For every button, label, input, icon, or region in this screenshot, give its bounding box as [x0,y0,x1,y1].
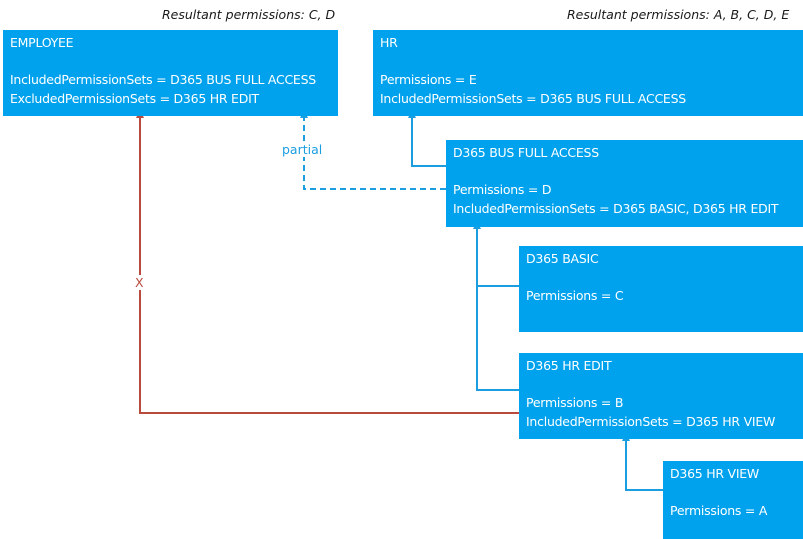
employee-resultant-permissions: Resultant permissions: C, D [162,7,336,22]
connector-hr-edit-to-employee-excluded [136,110,519,414]
basic-permissions: Permissions = C [526,288,624,303]
hr-view-permissions: Permissions = A [670,503,768,518]
bus-full-access-title: D365 BUS FULL ACCESS [453,145,599,160]
connector-bus-full-access-to-hr [408,110,446,167]
hr-included-sets: IncludedPermissionSets = D365 BUS FULL A… [380,91,686,106]
connector-basic-to-bus-full-access [473,221,519,287]
employee-title: EMPLOYEE [10,35,74,50]
hr-edit-permissions: Permissions = B [526,395,624,410]
hr-edit-title: D365 HR EDIT [526,358,612,373]
excluded-x-label: X [133,275,146,290]
hr-title: HR [380,35,398,50]
bus-full-access-permissions: Permissions = D [453,182,552,197]
hr-box: HR Permissions = E IncludedPermissionSet… [373,30,803,116]
bus-full-access-included-sets: IncludedPermissionSets = D365 BASIC, D36… [453,201,779,216]
connector-hr-view-to-hr-edit [622,433,663,491]
employee-excluded-sets: ExcludedPermissionSets = D365 HR EDIT [10,91,259,106]
basic-title: D365 BASIC [526,251,599,266]
hr-edit-box: D365 HR EDIT Permissions = B IncludedPer… [519,353,803,439]
bus-full-access-box: D365 BUS FULL ACCESS Permissions = D Inc… [446,140,803,227]
hr-resultant-permissions: Resultant permissions: A, B, C, D, E [567,7,790,22]
hr-view-title: D365 HR VIEW [670,466,760,481]
hr-permissions: Permissions = E [380,72,477,87]
hr-edit-included-sets: IncludedPermissionSets = D365 HR VIEW [526,414,776,429]
employee-box: EMPLOYEE IncludedPermissionSets = D365 B… [3,30,338,116]
connector-bus-full-access-to-employee-partial [300,110,446,190]
employee-included-sets: IncludedPermissionSets = D365 BUS FULL A… [10,72,316,87]
basic-box: D365 BASIC Permissions = C [519,246,803,332]
hr-view-box: D365 HR VIEW Permissions = A [663,461,803,539]
partial-label: partial [280,142,325,157]
connector-hr-edit-to-bus-full-access [476,286,519,391]
